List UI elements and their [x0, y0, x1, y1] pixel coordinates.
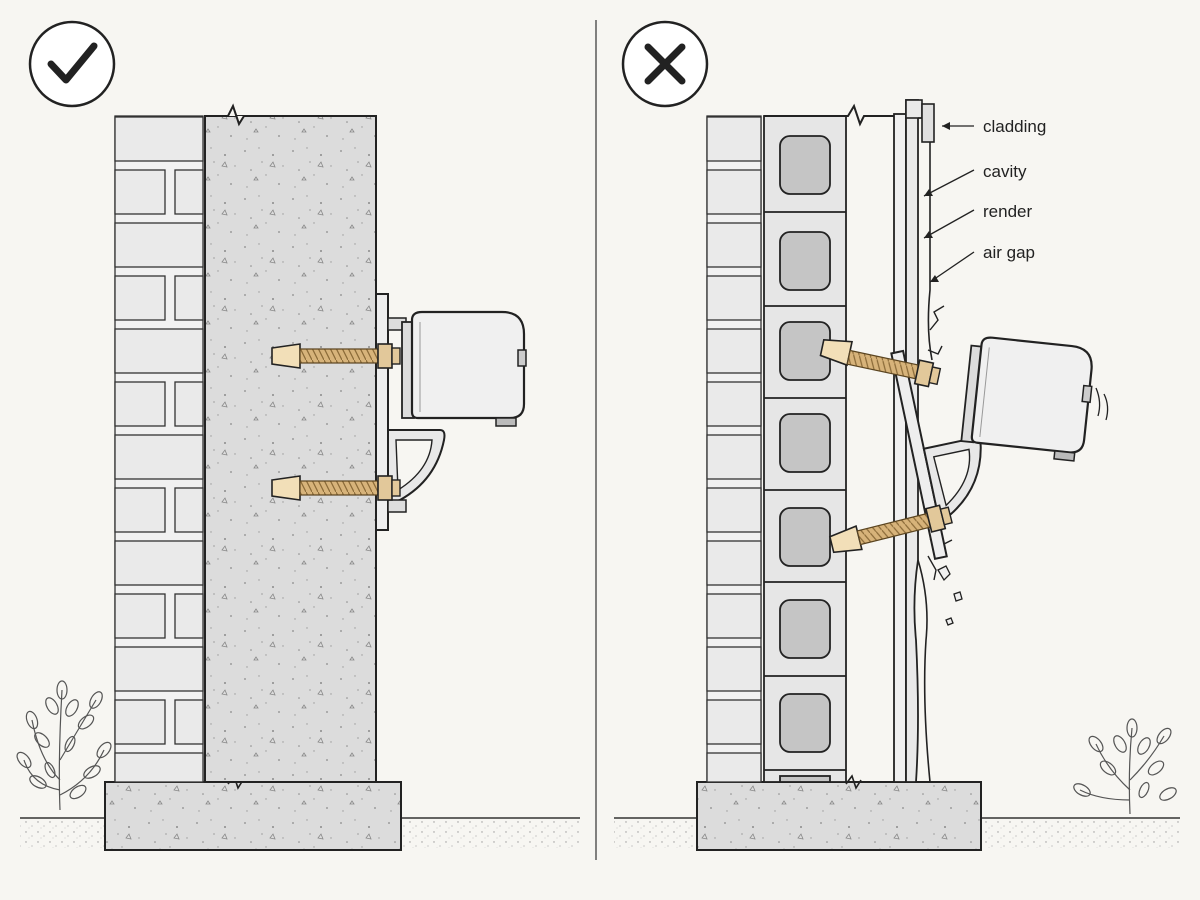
anchor-bolt-right-upper [819, 338, 942, 388]
callout-air-gap: air gap [929, 243, 1035, 283]
brick-wall-left [114, 115, 204, 783]
label-render: render [983, 202, 1032, 221]
concrete-wall-left [204, 103, 377, 783]
falling-debris [937, 565, 963, 626]
label-air-gap: air gap [983, 243, 1035, 262]
mounted-unit-left [401, 310, 527, 427]
cross-icon [621, 20, 709, 108]
panel-correct [16, 20, 580, 851]
check-icon [28, 20, 116, 108]
anchor-bolt-left-lower [271, 475, 401, 501]
anchor-bolt-left-upper [271, 343, 401, 369]
callout-cavity: cavity [923, 162, 1027, 197]
hollow-block-wall [763, 115, 847, 783]
label-cavity: cavity [983, 162, 1027, 181]
label-cladding: cladding [983, 117, 1046, 136]
callout-cladding: cladding [942, 117, 1046, 136]
shrub-left [16, 680, 112, 811]
brick-wall-right [706, 115, 762, 783]
callout-render: render [923, 202, 1032, 239]
mounted-unit-right [960, 335, 1095, 462]
vibration-lines [1095, 387, 1109, 421]
panel-incorrect: cladding cavity render air gap [614, 20, 1180, 851]
anchor-bolt-right-lower [828, 504, 953, 554]
footing-left [104, 781, 402, 851]
footing-right [696, 781, 982, 851]
shrub-right [1073, 718, 1177, 815]
